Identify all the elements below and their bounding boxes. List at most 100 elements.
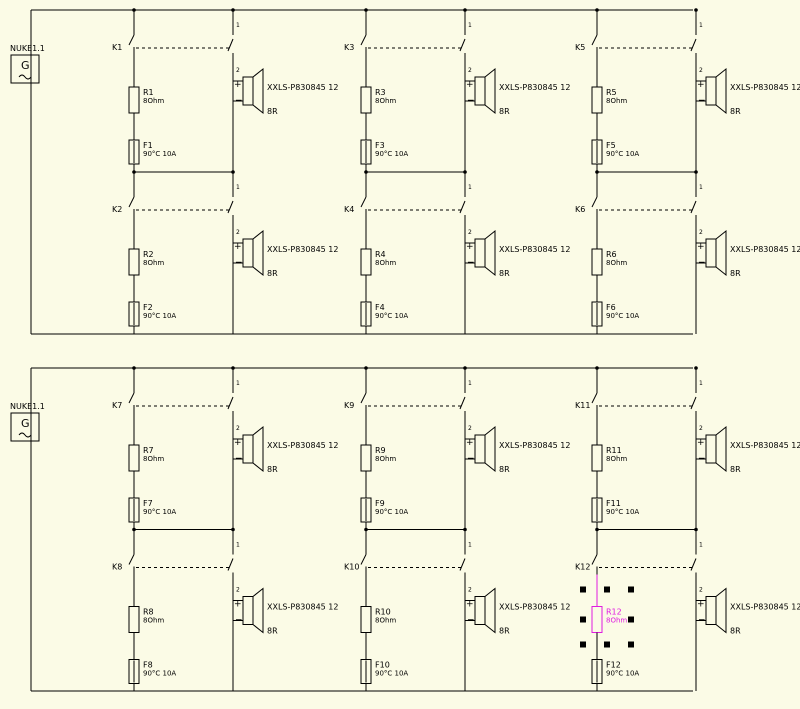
selection-handle[interactable] bbox=[628, 586, 634, 593]
selection-handle[interactable] bbox=[628, 641, 634, 648]
speaker-impedance: 8R bbox=[730, 269, 741, 278]
junction-dot bbox=[364, 366, 368, 370]
speaker-icon[interactable] bbox=[242, 434, 254, 464]
pin-label: 1 bbox=[699, 184, 703, 191]
selection-handle[interactable] bbox=[628, 616, 634, 623]
contact-blade bbox=[459, 396, 466, 410]
generator-label: NUKE1.1 bbox=[10, 402, 45, 411]
speaker-cone bbox=[484, 425, 496, 473]
plus-sign: + bbox=[466, 80, 474, 90]
speaker-cone bbox=[715, 67, 727, 115]
speaker-model: XXLS-P830845 12 bbox=[730, 441, 800, 450]
minus-sign: − bbox=[235, 96, 243, 106]
fuse-label: F7 bbox=[143, 499, 153, 508]
switch-blade bbox=[360, 554, 367, 565]
switch-blade bbox=[591, 554, 598, 565]
selection-handle[interactable] bbox=[580, 616, 586, 623]
junction-dot bbox=[463, 366, 467, 370]
switch-blade bbox=[128, 196, 135, 208]
minus-sign: − bbox=[698, 258, 706, 268]
speaker-cone bbox=[484, 229, 496, 277]
speaker-icon[interactable] bbox=[705, 596, 717, 625]
fuse-label: F12 bbox=[606, 661, 621, 670]
junction-dot bbox=[694, 527, 698, 532]
speaker-impedance: 8R bbox=[499, 465, 510, 474]
speaker-icon[interactable] bbox=[474, 76, 486, 106]
minus-sign: − bbox=[467, 96, 475, 106]
resistor-r2[interactable] bbox=[128, 248, 140, 276]
speaker-cone bbox=[715, 587, 727, 634]
selection-handle[interactable] bbox=[580, 586, 586, 593]
resistor-r7[interactable] bbox=[128, 444, 140, 472]
plus-sign: + bbox=[234, 242, 242, 252]
pin-label: 2 bbox=[699, 425, 703, 432]
switch-blade bbox=[128, 34, 135, 46]
fuse-value: 90°C 10A bbox=[143, 670, 176, 678]
speaker-model: XXLS-P830845 12 bbox=[267, 83, 338, 92]
resistor-value: 8Ohm bbox=[606, 455, 627, 463]
fuse-label: F6 bbox=[606, 303, 616, 312]
switch-blade bbox=[360, 34, 367, 46]
resistor-value: 8Ohm bbox=[143, 617, 164, 625]
resistor-r3[interactable] bbox=[360, 86, 372, 114]
resistor-value: 8Ohm bbox=[606, 259, 627, 267]
resistor-label: R7 bbox=[143, 446, 154, 455]
selection-handle[interactable] bbox=[580, 641, 586, 648]
pin-label: 2 bbox=[236, 587, 240, 594]
fuse-value: 90°C 10A bbox=[143, 508, 176, 516]
generator-block[interactable]: NUKE1.1G bbox=[10, 402, 45, 442]
plus-sign: + bbox=[466, 600, 474, 610]
speaker-icon[interactable] bbox=[474, 596, 486, 625]
resistor-r12[interactable] bbox=[591, 606, 603, 633]
resistor-value: 8Ohm bbox=[606, 617, 627, 625]
speaker-impedance: 8R bbox=[267, 465, 278, 474]
plus-sign: + bbox=[697, 80, 705, 90]
speaker-impedance: 8R bbox=[267, 627, 278, 636]
contact-blade bbox=[690, 38, 697, 52]
speaker-icon[interactable] bbox=[474, 434, 486, 464]
pin-label: 2 bbox=[468, 425, 472, 432]
speaker-icon[interactable] bbox=[705, 76, 717, 106]
speaker-icon[interactable] bbox=[474, 238, 486, 268]
resistor-r10[interactable] bbox=[360, 606, 372, 633]
speaker-icon[interactable] bbox=[705, 238, 717, 268]
speaker-icon[interactable] bbox=[242, 238, 254, 268]
generator-block[interactable]: NUKE1.1G bbox=[10, 44, 45, 84]
resistor-r9[interactable] bbox=[360, 444, 372, 472]
speaker-cone bbox=[715, 229, 727, 277]
pin-label: 2 bbox=[236, 67, 240, 74]
contact-blade bbox=[690, 200, 697, 214]
resistor-r4[interactable] bbox=[360, 248, 372, 276]
relay-label: K3 bbox=[344, 43, 354, 52]
generator-symbol: G bbox=[21, 417, 30, 430]
generator-icon[interactable] bbox=[10, 412, 40, 442]
resistor-r11[interactable] bbox=[591, 444, 603, 472]
resistor-r5[interactable] bbox=[591, 86, 603, 114]
generator-icon[interactable] bbox=[10, 54, 40, 84]
resistor-r6[interactable] bbox=[591, 248, 603, 276]
speaker-icon[interactable] bbox=[242, 76, 254, 106]
relay-label: K1 bbox=[112, 43, 122, 52]
resistor-r1[interactable] bbox=[128, 86, 140, 114]
speaker-icon[interactable] bbox=[705, 434, 717, 464]
resistor-value: 8Ohm bbox=[375, 259, 396, 267]
speaker-model: XXLS-P830845 12 bbox=[730, 603, 800, 612]
relay-label: K12 bbox=[575, 563, 590, 572]
resistor-label: R5 bbox=[606, 88, 617, 97]
relay-label: K8 bbox=[112, 563, 122, 572]
minus-sign: − bbox=[235, 258, 243, 268]
speaker-icon[interactable] bbox=[242, 596, 254, 625]
fuse-value: 90°C 10A bbox=[606, 150, 639, 158]
resistor-label: R4 bbox=[375, 250, 386, 259]
selection-handle[interactable] bbox=[604, 641, 610, 648]
junction-dot bbox=[595, 8, 599, 12]
junction-dot bbox=[132, 170, 136, 174]
resistor-r8[interactable] bbox=[128, 606, 140, 633]
fuse-value: 90°C 10A bbox=[375, 670, 408, 678]
selection-handle[interactable] bbox=[604, 586, 610, 593]
